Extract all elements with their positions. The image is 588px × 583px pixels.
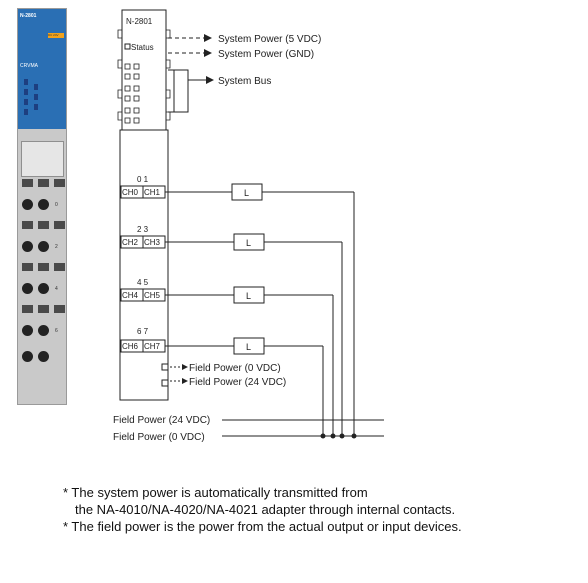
arrow-head [182,364,188,370]
note-line-1: * The system power is automatically tran… [63,485,368,500]
arrow-head [182,378,188,384]
terminal-slot [22,179,33,187]
field-power-24v-label-right: Field Power (24 VDC) [189,377,286,388]
diagram-status-label: Status [131,43,154,52]
channel-mark: 0 [55,202,58,208]
terminal-slot [38,263,49,271]
system-power-5v-label: System Power (5 VDC) [218,34,321,45]
terminal-hole [38,199,49,210]
terminal-slot [22,221,33,229]
terminal-slot [54,263,65,271]
channel-numbers: 0 1 [137,175,149,184]
status-led [24,89,28,95]
module-label-window [21,141,64,177]
terminal-hole [22,241,33,252]
terminal-slot [54,221,65,229]
module-photo: N-2801 DC 24V CRVMA 0 2 4 6 [17,8,67,405]
load-wiring [165,191,355,436]
system-power-gnd-label: System Power (GND) [218,49,314,60]
terminal-hole [38,241,49,252]
note-line-2: the NA-4010/NA-4020/NA-4021 adapter thro… [75,502,456,517]
terminal-slot [22,305,33,313]
field-power-0v-label-right: Field Power (0 VDC) [189,363,281,374]
load-label: L [244,188,249,198]
load-box [233,286,265,304]
load-label: L [246,342,251,352]
load-label: L [246,291,251,301]
field-power-24v-label-left: Field Power (24 VDC) [113,415,210,426]
diagram-led-grid [124,63,140,124]
note-line-3: * The field power is the power from the … [63,519,462,534]
ch7-label: CH7 [144,342,161,351]
terminal-slot [38,179,49,187]
status-led [34,94,38,100]
field-power-0v-label-left: Field Power (0 VDC) [113,432,205,443]
module-sub-tag: DC 24V [48,33,64,38]
terminal-hole [38,325,49,336]
diagram-module-label: N-2801 [126,17,153,26]
ch6-label: CH6 [122,342,139,351]
channel-mark: 4 [55,286,58,292]
ch0-label: CH0 [122,188,139,197]
terminal-slot [54,305,65,313]
terminal-slot [54,179,65,187]
terminal-slot [22,263,33,271]
load-box [233,233,265,251]
terminal-hole [22,351,33,362]
bus-bracket-left [168,69,175,113]
terminal-hole [22,325,33,336]
channel-mark: 6 [55,328,58,334]
arrow-head [206,76,214,84]
terminal-hole [22,199,33,210]
ch2-label: CH2 [122,238,139,247]
arrow-head [204,34,212,42]
junction-dots [320,433,357,439]
load-box [231,183,263,201]
channel-numbers: 2 3 [137,225,149,234]
load-box [233,337,265,355]
load-label: L [246,238,251,248]
module-blue-header: N-2801 DC 24V CRVMA [18,9,66,129]
status-led [24,99,28,105]
bus-bracket [174,69,189,113]
status-led [34,104,38,110]
field-notches [161,363,168,387]
ch5-label: CH5 [144,291,161,300]
status-led [24,79,28,85]
diagram-module-body [119,129,169,401]
module-brand: CRVMA [20,63,38,69]
ch3-label: CH3 [144,238,161,247]
diagram-module-top [121,9,167,131]
status-led-box [124,43,131,50]
ch4-label: CH4 [122,291,139,300]
arrow-head [204,49,212,57]
channel-mark: 2 [55,244,58,250]
channel-numbers: 4 5 [137,278,149,287]
status-led [24,109,28,115]
status-led [34,84,38,90]
terminal-slot [38,221,49,229]
ch1-label: CH1 [144,188,161,197]
channel-numbers: 6 7 [137,327,149,336]
module-model-tag: N-2801 [20,13,37,19]
terminal-hole [38,283,49,294]
terminal-hole [38,351,49,362]
terminal-slot [38,305,49,313]
terminal-hole [22,283,33,294]
system-bus-label: System Bus [218,76,271,87]
